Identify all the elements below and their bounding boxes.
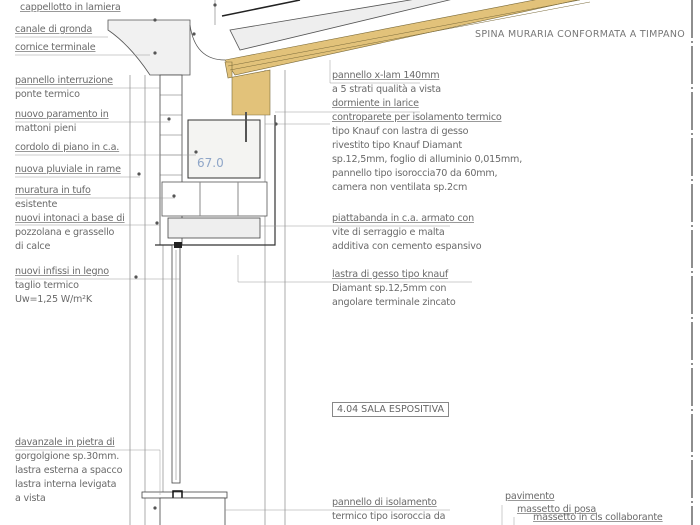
label-line: Diamant sp.12,5mm con bbox=[332, 283, 447, 294]
label-line: muratura in tufo bbox=[15, 185, 91, 196]
label-line: lastra interna levigata bbox=[15, 479, 117, 490]
label-muratura: muratura in tufo esistente nuovi intonac… bbox=[15, 184, 125, 254]
label-line: additiva con cemento espansivo bbox=[332, 241, 482, 252]
label-line: angolare terminale zincato bbox=[332, 297, 456, 308]
label-cappellotto: cappellotto in lamiera bbox=[20, 2, 121, 13]
label-line: Uw=1,25 W/m²K bbox=[15, 294, 92, 305]
label-line: davanzale in pietra di bbox=[15, 437, 115, 448]
label-line: tipo Knauf con lastra di gesso bbox=[332, 126, 469, 137]
cornice bbox=[107, 19, 191, 76]
label-line: termico tipo isoroccia da bbox=[332, 511, 446, 522]
label-line: controparete per isolamento termico bbox=[332, 112, 502, 123]
concrete-beam bbox=[187, 119, 261, 179]
roof-section bbox=[221, 0, 591, 116]
label-line: dormiente in larice bbox=[332, 98, 419, 109]
label-pannello-interruzione: pannello interruzione ponte termico bbox=[15, 74, 113, 102]
label-line: vite di serraggio e malta bbox=[332, 227, 445, 238]
label-line: pannello tipo isoroccia70 da 60mm, bbox=[332, 168, 498, 179]
label-line: a vista bbox=[15, 493, 46, 504]
label-line: nuovo paramento in bbox=[15, 109, 109, 120]
window-sill bbox=[141, 491, 228, 499]
label-line: mattoni pieni bbox=[15, 123, 77, 134]
label-line: di calce bbox=[15, 241, 51, 252]
label-line: camera non ventilata sp.2cm bbox=[332, 182, 468, 193]
label-massetto-posa: massetto di posa bbox=[517, 504, 597, 515]
label-line: rivestito tipo Knauf Diamant bbox=[332, 140, 462, 151]
label-line: nuovi infissi in legno bbox=[15, 266, 109, 277]
label-pavimento: pavimento bbox=[505, 491, 555, 502]
label-xlam: pannello x-lam 140mm a 5 strati qualità … bbox=[332, 69, 522, 195]
label-cornice: cornice terminale bbox=[15, 42, 96, 53]
label-infissi: nuovi infissi in legno taglio termico Uw… bbox=[15, 265, 109, 307]
label-davanzale: davanzale in pietra di gorgolgione sp.30… bbox=[15, 436, 122, 506]
label-lastra-gesso: lastra di gesso tipo knauf Diamant sp.12… bbox=[332, 268, 456, 310]
label-line: pannello x-lam 140mm bbox=[332, 70, 440, 81]
label-line: piattabanda in c.a. armato con bbox=[332, 213, 474, 224]
label-line: lastra esterna a spacco bbox=[15, 465, 123, 476]
label-line: taglio termico bbox=[15, 280, 79, 291]
label-piattabanda: piattabanda in c.a. armato con vite di s… bbox=[332, 212, 482, 254]
label-canale-gronda: canale di gronda bbox=[15, 24, 93, 35]
label-pluviale: nuova pluviale in rame bbox=[15, 164, 121, 175]
label-line: pannello di isolamento bbox=[332, 497, 437, 508]
label-massetto-cls: massetto in cls collaborante bbox=[533, 512, 663, 523]
label-line: sp.12,5mm, foglio di alluminio 0,015mm, bbox=[332, 154, 523, 165]
label-pannello-isolamento: pannello di isolamento termico tipo isor… bbox=[332, 496, 446, 524]
elevation-mark: 67.0 bbox=[197, 156, 224, 170]
room-label: 4.04 SALA ESPOSITIVA bbox=[332, 402, 449, 417]
label-line: lastra di gesso tipo knauf bbox=[332, 269, 449, 280]
label-line: pozzolana e grassello bbox=[15, 227, 115, 238]
label-paramento: nuovo paramento in mattoni pieni bbox=[15, 108, 109, 136]
label-line: a 5 strati qualità a vista bbox=[332, 84, 441, 95]
drawing-title: SPINA MURARIA CONFORMATA A TIMPANO bbox=[475, 29, 685, 40]
gutter bbox=[189, 24, 226, 61]
label-line: gorgolgione sp.30mm. bbox=[15, 451, 120, 462]
label-line: nuovi intonaci a base di bbox=[15, 213, 125, 224]
label-cordolo: cordolo di piano in c.a. bbox=[15, 142, 120, 153]
label-line: esistente bbox=[15, 199, 58, 210]
label-line: pannello interruzione bbox=[15, 75, 113, 86]
label-line: ponte termico bbox=[15, 89, 80, 100]
